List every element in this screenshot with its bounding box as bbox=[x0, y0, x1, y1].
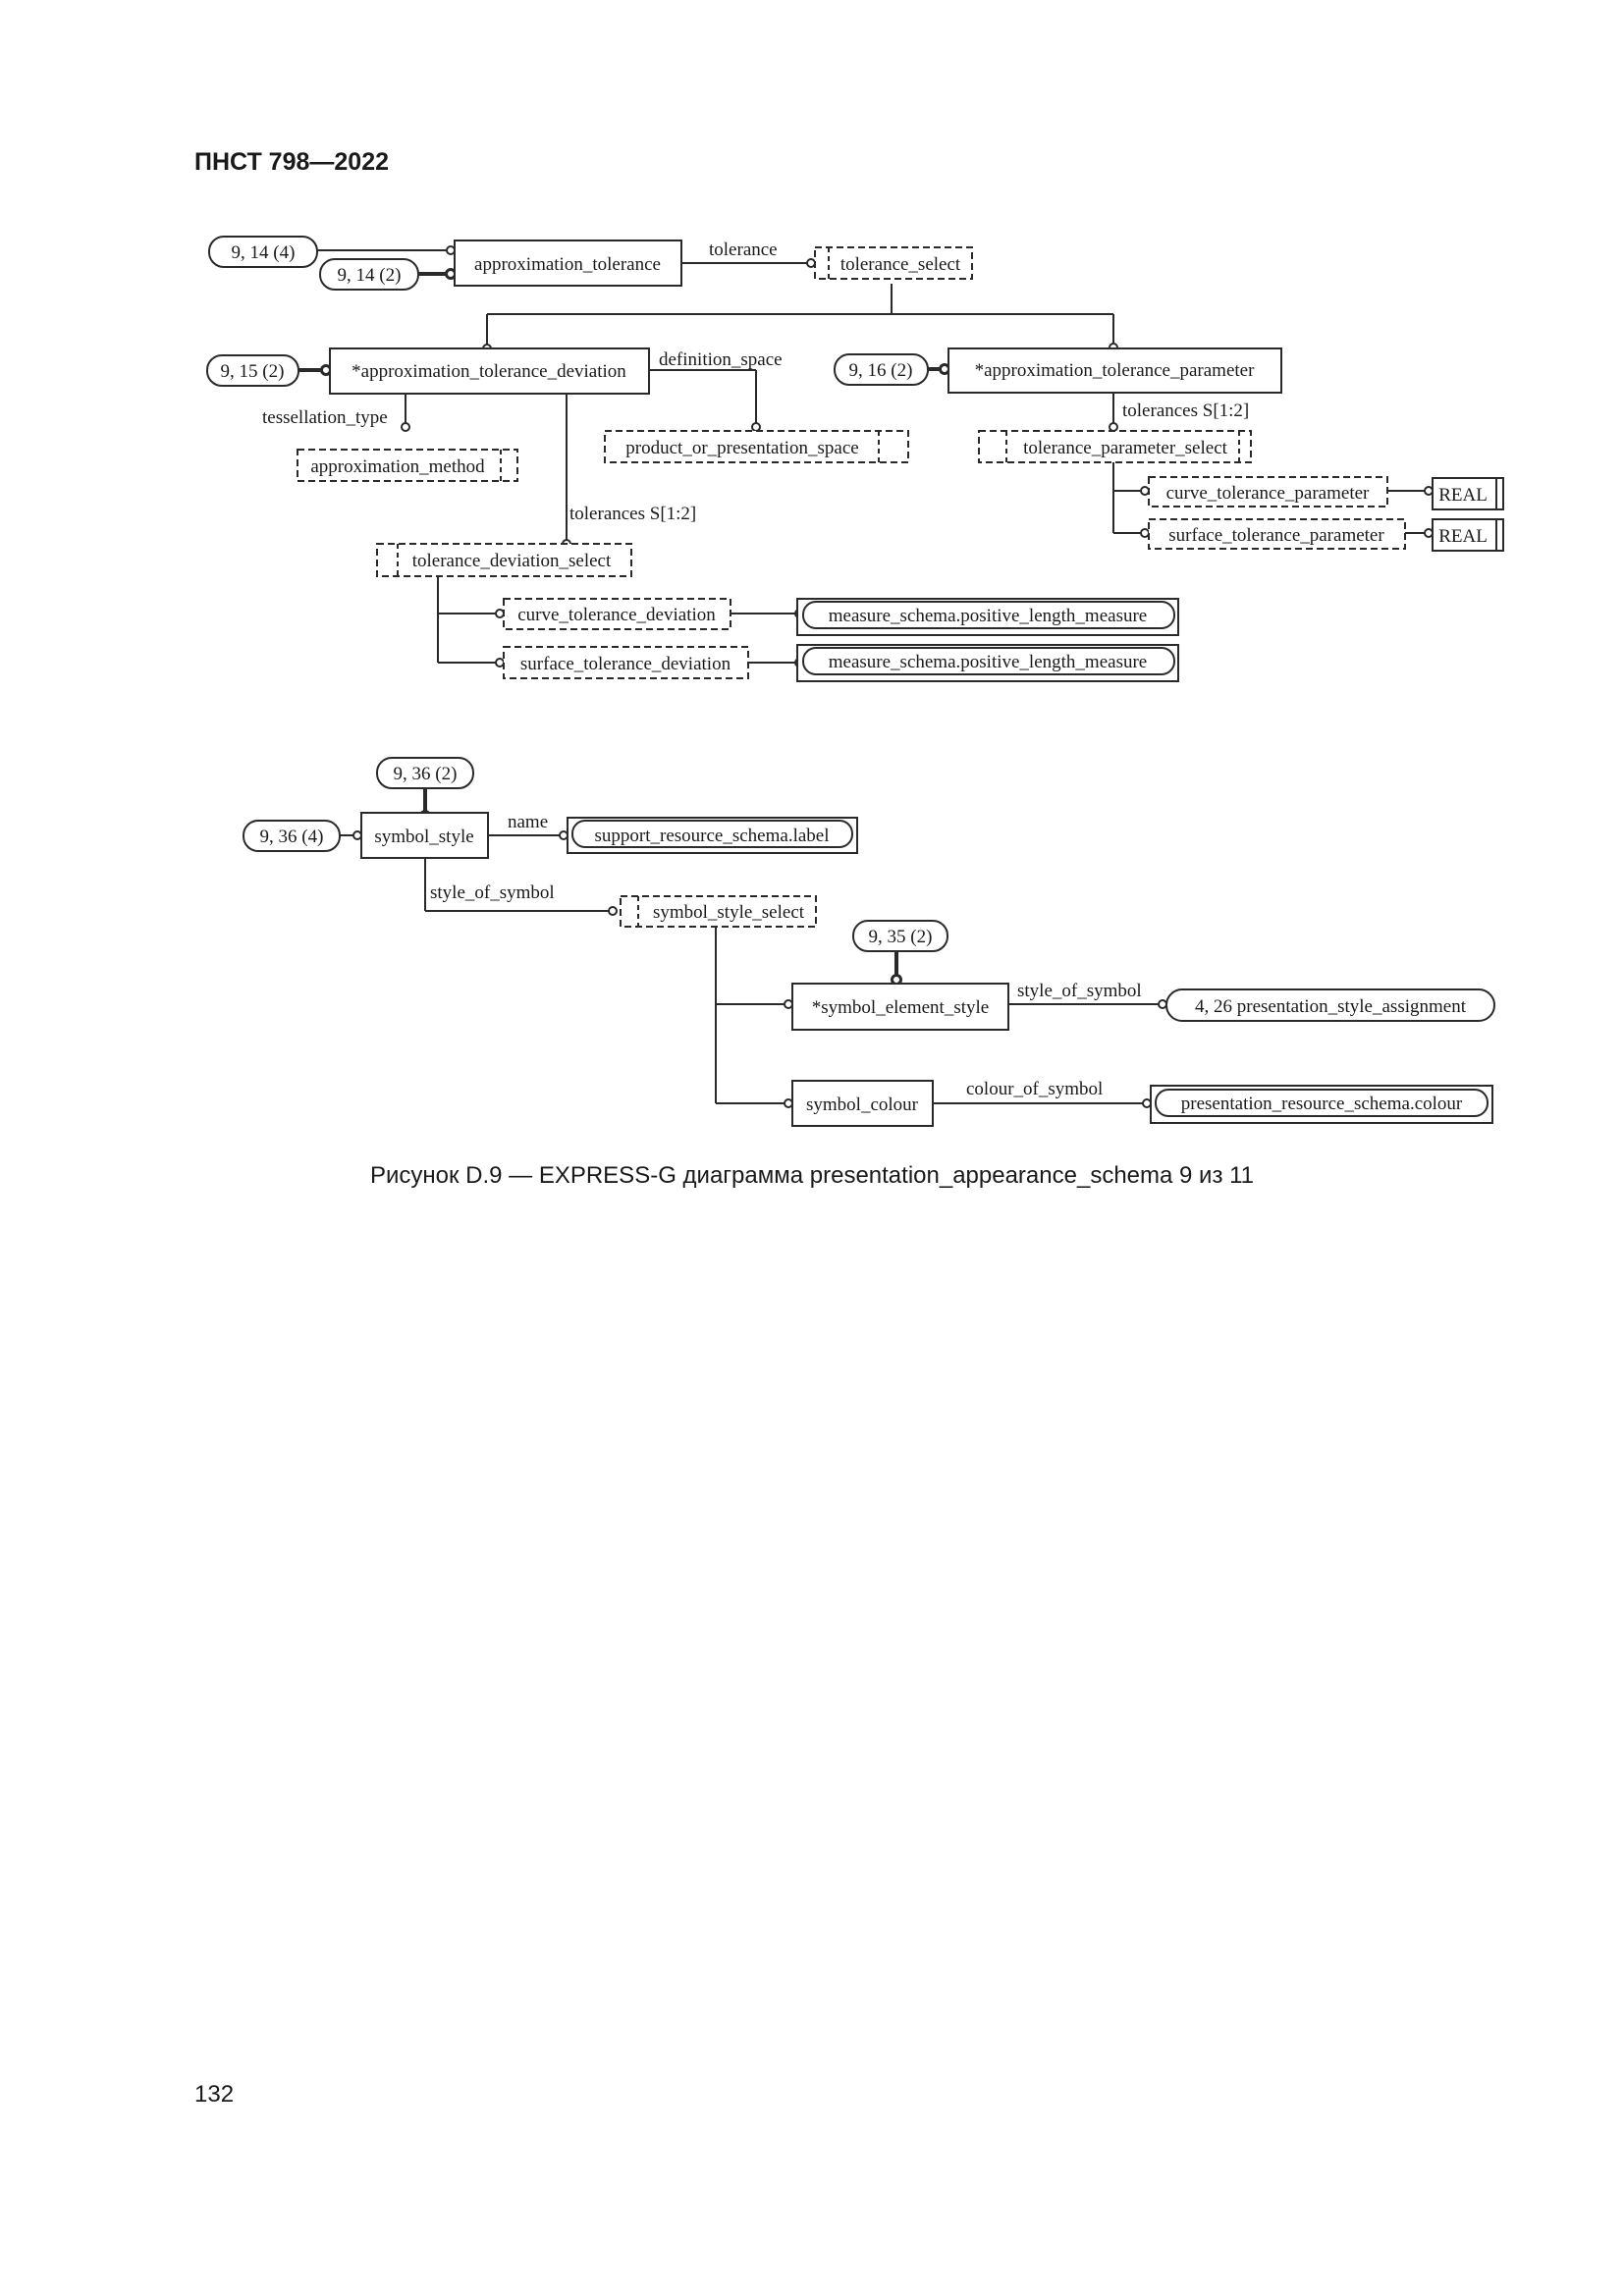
attr-tolerances-parameter: tolerances S[1:2] bbox=[1122, 400, 1249, 421]
entity-approximation-tolerance-parameter: *approximation_tolerance_parameter bbox=[947, 347, 1282, 394]
svg-text:9, 14 (4): 9, 14 (4) bbox=[232, 242, 296, 263]
svg-text:approximation_method: approximation_method bbox=[310, 456, 485, 477]
svg-text:symbol_colour: symbol_colour bbox=[806, 1095, 919, 1115]
select-tolerance-select: tolerance_select bbox=[814, 246, 973, 280]
svg-text:surface_tolerance_deviation: surface_tolerance_deviation bbox=[520, 654, 731, 674]
figure-caption: Рисунок D.9 — EXPRESS-G диаграмма presen… bbox=[369, 1162, 1255, 1189]
select-product-or-presentation-space: product_or_presentation_space bbox=[604, 430, 909, 463]
base-type-real-1: REAL bbox=[1432, 477, 1504, 510]
svg-text:9, 36 (2): 9, 36 (2) bbox=[394, 764, 458, 784]
ref-support-resource-schema-label: support_resource_schema.label bbox=[567, 817, 858, 854]
svg-text:*approximation_tolerance_devia: *approximation_tolerance_deviation bbox=[352, 361, 626, 382]
page-ref-9-14-4: 9, 14 (4) bbox=[208, 236, 318, 268]
diagram-1: 9, 14 (4) 9, 14 (2) 9, 15 (2) 9, 16 (2) … bbox=[206, 236, 1504, 682]
page-ref-4-26-presentation-style-assignment: 4, 26 presentation_style_assignment bbox=[1165, 988, 1495, 1022]
svg-text:REAL: REAL bbox=[1438, 526, 1488, 547]
type-surface-tolerance-parameter: surface_tolerance_parameter bbox=[1148, 518, 1406, 550]
svg-text:tolerance_deviation_select: tolerance_deviation_select bbox=[412, 551, 612, 571]
type-approximation-method: approximation_method bbox=[297, 449, 518, 482]
entity-approximation-tolerance-deviation: *approximation_tolerance_deviation bbox=[329, 347, 650, 395]
attr-style-of-symbol-1: style_of_symbol bbox=[430, 882, 555, 903]
svg-text:surface_tolerance_parameter: surface_tolerance_parameter bbox=[1168, 525, 1384, 546]
ref-measure-positive-length-2: measure_schema.positive_length_measure bbox=[796, 644, 1179, 682]
svg-text:tolerance_select: tolerance_select bbox=[840, 254, 961, 275]
type-curve-tolerance-deviation: curve_tolerance_deviation bbox=[503, 598, 731, 630]
type-curve-tolerance-parameter: curve_tolerance_parameter bbox=[1148, 476, 1388, 507]
base-type-real-2: REAL bbox=[1432, 518, 1504, 552]
ref-measure-positive-length-1: measure_schema.positive_length_measure bbox=[796, 598, 1179, 636]
svg-text:9, 15 (2): 9, 15 (2) bbox=[221, 361, 285, 382]
svg-text:9, 16 (2): 9, 16 (2) bbox=[849, 360, 913, 381]
svg-text:*approximation_tolerance_param: *approximation_tolerance_parameter bbox=[975, 360, 1256, 381]
svg-text:REAL: REAL bbox=[1438, 485, 1488, 506]
page-ref-9-35-2: 9, 35 (2) bbox=[852, 920, 948, 952]
entity-symbol-element-style: *symbol_element_style bbox=[791, 983, 1009, 1031]
page-ref-9-36-2: 9, 36 (2) bbox=[376, 757, 474, 789]
svg-text:tolerance_parameter_select: tolerance_parameter_select bbox=[1023, 438, 1228, 458]
diagram-1-connectors bbox=[298, 249, 1425, 664]
attr-style-of-symbol-2: style_of_symbol bbox=[1017, 981, 1142, 1001]
document-number-header: ПНСТ 798—2022 bbox=[194, 148, 389, 176]
attr-name: name bbox=[508, 812, 548, 832]
diagram-2: 9, 36 (2) 9, 36 (4) 9, 35 (2) 4, 26 pres… bbox=[243, 757, 1495, 1127]
page-ref-9-15-2: 9, 15 (2) bbox=[206, 354, 299, 387]
attr-tessellation-type: tessellation_type bbox=[262, 407, 388, 428]
svg-text:product_or_presentation_space: product_or_presentation_space bbox=[625, 438, 858, 458]
svg-text:9, 36 (4): 9, 36 (4) bbox=[260, 827, 324, 847]
svg-text:curve_tolerance_deviation: curve_tolerance_deviation bbox=[517, 605, 716, 625]
svg-text:measure_schema.positive_length: measure_schema.positive_length_measure bbox=[829, 606, 1147, 626]
svg-text:*symbol_element_style: *symbol_element_style bbox=[812, 997, 989, 1018]
attr-tolerances-deviation: tolerances S[1:2] bbox=[569, 504, 696, 524]
svg-text:measure_schema.positive_length: measure_schema.positive_length_measure bbox=[829, 652, 1147, 672]
select-symbol-style-select: symbol_style_select bbox=[620, 895, 817, 928]
page-ref-9-14-2: 9, 14 (2) bbox=[319, 258, 419, 291]
attr-tolerance: tolerance bbox=[709, 240, 778, 260]
svg-text:presentation_resource_schema.c: presentation_resource_schema.colour bbox=[1181, 1094, 1463, 1114]
ref-presentation-resource-schema-colour: presentation_resource_schema.colour bbox=[1150, 1085, 1493, 1124]
svg-text:4, 26 presentation_style_assig: 4, 26 presentation_style_assignment bbox=[1195, 996, 1467, 1017]
page-number: 132 bbox=[194, 2081, 235, 2108]
attr-colour-of-symbol: colour_of_symbol bbox=[966, 1079, 1103, 1099]
entity-symbol-style: symbol_style bbox=[360, 812, 489, 859]
svg-text:curve_tolerance_parameter: curve_tolerance_parameter bbox=[1166, 483, 1370, 504]
page-ref-9-36-4: 9, 36 (4) bbox=[243, 820, 341, 852]
page-ref-9-16-2: 9, 16 (2) bbox=[834, 353, 929, 386]
svg-text:support_resource_schema.label: support_resource_schema.label bbox=[595, 826, 830, 846]
svg-text:9, 14 (2): 9, 14 (2) bbox=[338, 265, 402, 286]
select-tolerance-parameter-select: tolerance_parameter_select bbox=[978, 430, 1252, 463]
entity-approximation-tolerance: approximation_tolerance bbox=[454, 240, 682, 287]
svg-text:symbol_style: symbol_style bbox=[374, 827, 473, 847]
attr-definition-space: definition_space bbox=[659, 349, 783, 370]
type-surface-tolerance-deviation: surface_tolerance_deviation bbox=[503, 646, 749, 679]
entity-symbol-colour: symbol_colour bbox=[791, 1080, 934, 1127]
svg-text:9, 35 (2): 9, 35 (2) bbox=[869, 927, 933, 947]
diagram-2-connectors bbox=[340, 788, 1159, 1104]
svg-text:approximation_tolerance: approximation_tolerance bbox=[474, 254, 661, 275]
select-tolerance-deviation-select: tolerance_deviation_select bbox=[376, 543, 632, 577]
svg-text:symbol_style_select: symbol_style_select bbox=[653, 902, 805, 923]
